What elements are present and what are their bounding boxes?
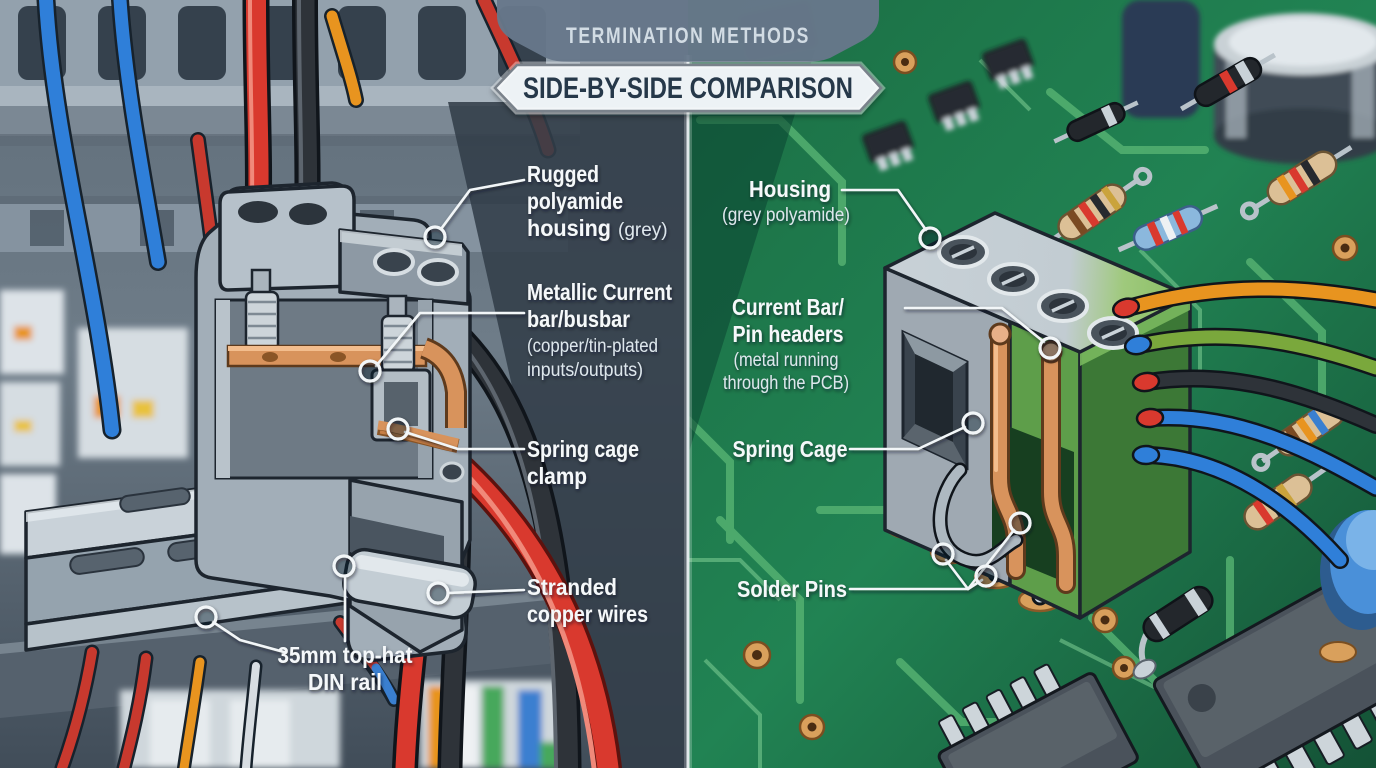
r-pins-n2: through the PCB) <box>723 373 849 394</box>
header-title-text: SIDE-BY-SIDE COMPARISON <box>523 72 853 105</box>
wire-ferrules <box>1111 297 1165 466</box>
svg-text:bar/busbar: bar/busbar <box>527 306 630 332</box>
svg-text:(copper/tin-plated: (copper/tin-plated <box>527 336 658 357</box>
diode <box>1179 52 1277 112</box>
svg-text:clamp: clamp <box>527 463 587 489</box>
r-housing-l1: Housing <box>749 176 831 202</box>
svg-text:Spring Cage: Spring Cage <box>733 436 848 462</box>
svg-text:Current Bar/: Current Bar/ <box>732 294 845 320</box>
svg-text:copper wires: copper wires <box>527 601 648 627</box>
copper-busbar <box>226 337 467 428</box>
resistor-blue <box>1117 203 1219 253</box>
svg-text:polyamide: polyamide <box>527 188 623 214</box>
ic-chip-small <box>937 663 1139 768</box>
busbar-l2: bar/busbar <box>527 306 630 332</box>
kicker-tspan: TERMINATION METHODS <box>566 23 810 48</box>
label-housing-right: Housing (grey polyamide) <box>722 176 942 250</box>
left-clamp-screw <box>244 268 280 352</box>
right-label-band <box>688 50 815 455</box>
wires-l1: Stranded <box>527 574 617 600</box>
screw-holes <box>373 248 459 286</box>
din-l2: DIN rail <box>308 669 382 695</box>
svg-text:Housing: Housing <box>749 176 831 202</box>
r-pins-l1: Current Bar/ <box>732 294 845 320</box>
din-l1: 35mm top-hat <box>278 642 413 668</box>
busbar-l1: Metallic Current <box>527 279 672 305</box>
r-pins-l2: Pin headers <box>733 321 844 347</box>
label-spring-clamp: Spring cage clamp <box>386 417 639 489</box>
svg-text:(metal running: (metal running <box>734 350 839 371</box>
housing-l3: housing <box>527 215 611 241</box>
svg-text:Spring cage: Spring cage <box>527 436 639 462</box>
spring-l2: clamp <box>527 463 587 489</box>
pcb-traces-thin <box>688 58 1202 768</box>
resistors-diodes <box>1031 52 1353 680</box>
label-current-bar: Current Bar/ Pin headers (metal running … <box>723 294 1062 394</box>
pcb-wires <box>1111 280 1376 569</box>
label-solder-pins: Solder Pins <box>737 511 1032 602</box>
r-pins-n1: (metal running <box>734 350 839 371</box>
resistor <box>1239 145 1353 221</box>
r-spring-l1: Spring Cage <box>733 436 848 462</box>
svg-text:Pin headers: Pin headers <box>733 321 844 347</box>
spring-l1: Spring cage <box>527 436 639 462</box>
svg-text:Metallic Current: Metallic Current <box>527 279 672 305</box>
left-label-panel <box>448 102 688 768</box>
diode <box>1132 585 1214 680</box>
label-din-rail: 35mm top-hat DIN rail <box>194 554 413 695</box>
right-scene-pcb <box>688 0 1376 768</box>
header-kicker-text: TERMINATION METHODS <box>566 23 810 48</box>
wires-l2: copper wires <box>527 601 648 627</box>
header-badge: SIDE-BY-SIDE COMPARISON <box>490 61 886 115</box>
label-busbar: Metallic Current bar/busbar (copper/tin-… <box>358 279 672 383</box>
spring-cage-clip <box>932 462 1024 569</box>
svg-text:(grey polyamide): (grey polyamide) <box>722 205 850 226</box>
header-banner <box>497 0 879 62</box>
housing-l2: polyamide <box>527 188 623 214</box>
svg-text:housing(grey): housing (grey) <box>527 215 668 241</box>
block-foot <box>342 461 477 654</box>
svg-text:Stranded: Stranded <box>527 574 617 600</box>
housing-note: (grey) <box>618 220 668 241</box>
r-solder-l1: Solder Pins <box>737 576 847 602</box>
header: TERMINATION METHODS SIDE-BY-SIDE COMPARI… <box>490 0 886 115</box>
title-tspan: SIDE-BY-SIDE COMPARISON <box>523 72 853 105</box>
svg-text:through the PCB): through the PCB) <box>723 373 849 394</box>
din-terminal-block <box>194 181 477 662</box>
r-housing-note: (grey polyamide) <box>722 205 850 226</box>
label-housing-left: Rugged polyamide housing (grey) <box>423 161 668 249</box>
svg-text:35mm top-hat: 35mm top-hat <box>278 642 413 668</box>
svg-text:DIN rail: DIN rail <box>308 669 382 695</box>
left-labels: Rugged polyamide housing (grey) Metallic … <box>194 161 672 695</box>
svg-text:Solder Pins: Solder Pins <box>737 576 847 602</box>
diode <box>1053 100 1139 144</box>
housing-l1: Rugged <box>527 161 599 187</box>
label-stranded-wires: Stranded copper wires <box>426 574 648 627</box>
svg-text:Rugged: Rugged <box>527 161 599 187</box>
svg-text:inputs/outputs): inputs/outputs) <box>527 360 643 381</box>
busbar-n2: inputs/outputs) <box>527 360 643 381</box>
terminal-screw-holes <box>937 235 1139 350</box>
busbar-n1: (copper/tin-plated <box>527 336 658 357</box>
right-labels: Housing (grey polyamide) Current Bar/ Pi… <box>722 176 1062 602</box>
label-spring-cage: Spring Cage <box>733 411 985 462</box>
